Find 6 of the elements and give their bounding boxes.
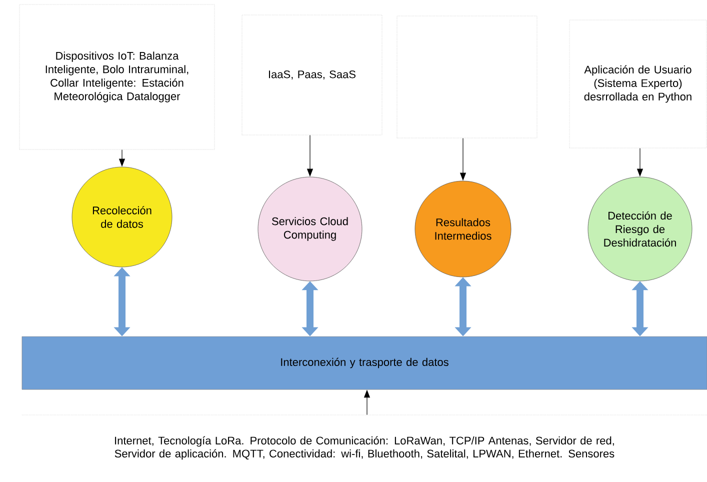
- note-box: Internet, Tecnología LoRa. Protocolo de Comunicación: LoRaWan, TCP/IP Antenas, Servidor de red, Servidor de aplicación. MQTT, Conectividad: wi-fi, Bluethooth, Satelital, LPWAN, Ethernet. Sensores: [22, 414, 707, 460]
- note-box: Aplicación de Usuario (Sistema Experto) desrrollada en Python: [569, 20, 707, 148]
- transport-band: Interconexión y trasporte de datos: [22, 336, 707, 390]
- note-box: IaaS, Paas, SaaS: [242, 14, 382, 136]
- note-box: Dispositivos IoT: Balanza Inteligente, Bolo Intraruminal, Collar Inteligente: Estación Meteorológica Datalogger: [19, 4, 215, 150]
- note-box: [396, 16, 538, 138]
